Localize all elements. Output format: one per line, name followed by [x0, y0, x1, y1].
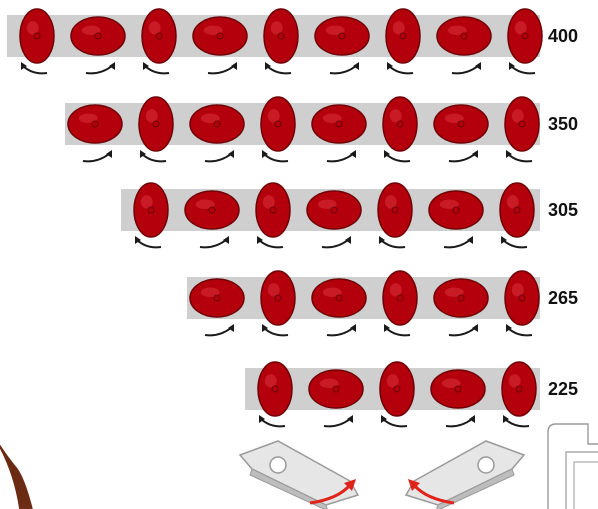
- rotation-arrow-icon: [324, 415, 353, 426]
- blade-icon: [264, 9, 298, 63]
- rotation-arrow-icon: [135, 236, 161, 247]
- blade-icon: [193, 17, 247, 55]
- blade-icon: [437, 17, 491, 55]
- rotation-arrow-icon: [83, 150, 112, 161]
- blade-icon: [386, 9, 420, 63]
- blade-icon: [505, 271, 539, 325]
- blade-icon: [261, 271, 295, 325]
- rotation-arrow-icon: [143, 62, 169, 73]
- blade-icon: [139, 97, 173, 151]
- row-width-label: 400: [548, 26, 578, 46]
- blade-icon: [378, 183, 412, 237]
- rotation-arrow-icon: [330, 62, 359, 73]
- blade-icon: [429, 191, 483, 229]
- blade-row-305: [121, 183, 540, 247]
- blade-row-350: [65, 97, 540, 161]
- rotation-arrow-icon: [509, 62, 535, 73]
- rotation-arrow-icon: [205, 150, 234, 161]
- blade-icon: [383, 271, 417, 325]
- blade-icon: [312, 105, 366, 143]
- rotation-arrow-icon: [506, 324, 532, 335]
- row-width-label: 350: [548, 114, 578, 134]
- rotation-arrow-icon: [205, 324, 234, 335]
- blade-icon: [505, 97, 539, 151]
- blade-icon: [258, 362, 292, 416]
- row-width-label: 225: [548, 379, 578, 399]
- blade-icon: [383, 97, 417, 151]
- rotation-arrow-icon: [384, 324, 410, 335]
- blade-icon: [71, 17, 125, 55]
- rotation-arrow-icon: [208, 62, 237, 73]
- twine-tangle-icon: [0, 440, 32, 509]
- flail-blade-icon: [240, 441, 358, 509]
- rotation-arrow-icon: [257, 236, 283, 247]
- blade-icon: [261, 97, 295, 151]
- blade-icon: [185, 191, 239, 229]
- rotation-arrow-icon: [86, 62, 115, 73]
- blade-icon: [256, 183, 290, 237]
- rotation-arrow-icon: [327, 324, 356, 335]
- rotation-arrow-icon: [262, 324, 288, 335]
- blade-icon: [134, 183, 168, 237]
- rotation-arrow-icon: [327, 150, 356, 161]
- blade-icon: [434, 105, 488, 143]
- rotation-arrow-icon: [21, 62, 47, 73]
- blade-icon: [431, 370, 485, 408]
- rotation-arrow-icon: [446, 415, 475, 426]
- blade-icon: [20, 9, 54, 63]
- rotation-arrow-icon: [262, 150, 288, 161]
- blade-row-265: [187, 271, 540, 335]
- blade-row-225: [245, 362, 540, 426]
- blade-icon: [500, 183, 534, 237]
- blade-icon: [315, 17, 369, 55]
- rotation-arrow-icon: [452, 62, 481, 73]
- blade-icon: [434, 279, 488, 317]
- blade-icon: [309, 370, 363, 408]
- blade-icon: [190, 105, 244, 143]
- rotation-arrow-icon: [444, 236, 473, 247]
- rotation-arrow-icon: [259, 415, 285, 426]
- rotation-arrow-icon: [384, 150, 410, 161]
- rotation-arrow-icon: [506, 150, 532, 161]
- blade-icon: [142, 9, 176, 63]
- rotation-arrow-icon: [379, 236, 405, 247]
- rotation-arrow-icon: [503, 415, 529, 426]
- blade-icon: [312, 279, 366, 317]
- blade-icon: [307, 191, 361, 229]
- blade-icon: [502, 362, 536, 416]
- row-width-label: 265: [548, 288, 578, 308]
- machine-housing-outline: [548, 424, 598, 509]
- blade-icon: [380, 362, 414, 416]
- blade-icon: [68, 105, 122, 143]
- flail-blade-icon: [406, 441, 524, 509]
- rotation-arrow-icon: [200, 236, 229, 247]
- rotation-arrow-icon: [449, 324, 478, 335]
- rotation-arrow-icon: [265, 62, 291, 73]
- rotation-arrow-icon: [501, 236, 527, 247]
- rotation-arrow-icon: [387, 62, 413, 73]
- rotation-arrow-icon: [449, 150, 478, 161]
- blade-icon: [190, 279, 244, 317]
- blade-icon: [508, 9, 542, 63]
- blade-row-400: [7, 9, 542, 73]
- rotation-arrow-icon: [140, 150, 166, 161]
- row-width-label: 305: [548, 200, 578, 220]
- rotation-arrow-icon: [322, 236, 351, 247]
- rotation-arrow-icon: [381, 415, 407, 426]
